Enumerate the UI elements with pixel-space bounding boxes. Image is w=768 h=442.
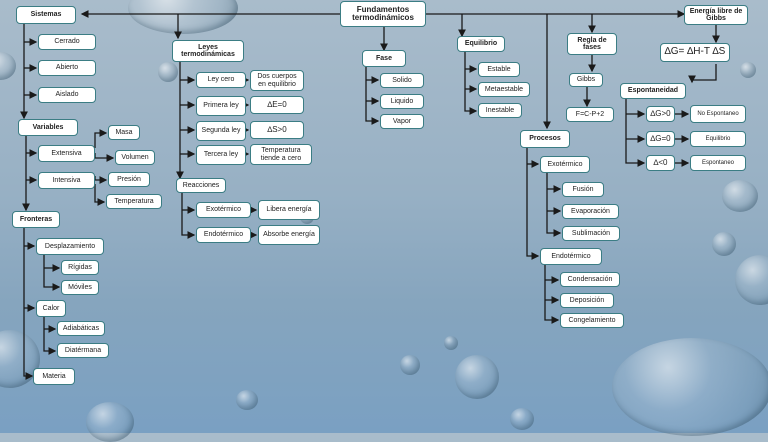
water-drop [86, 402, 134, 442]
node-dg-neg: ∆<0 [646, 155, 675, 171]
water-drop [722, 180, 758, 212]
node-primera-ley: Primera ley [196, 96, 246, 116]
node-endotermico-r: Endotérmico [196, 227, 251, 243]
node-liquido: Liquido [380, 94, 424, 109]
node-calor: Calor [36, 300, 66, 317]
node-sistemas: Sistemas [16, 6, 76, 24]
node-segunda-ley-desc: ∆S>0 [250, 121, 304, 139]
node-temperatura: Temperatura [106, 194, 162, 209]
node-absorbe: Absorbe energía [258, 225, 320, 245]
water-drop [236, 390, 258, 410]
node-intensiva: Intensiva [38, 172, 95, 189]
node-energia-gibbs: Energía libre de Gibbs [684, 5, 748, 25]
node-regla-fases: Regla de fases [567, 33, 617, 55]
node-exotermico-p: Exotérmico [540, 156, 590, 173]
node-segunda-ley: Segunda ley [196, 121, 246, 141]
node-primera-ley-desc: ∆E=0 [250, 96, 304, 114]
node-congelamiento: Congelamiento [560, 313, 624, 328]
node-endotermico-p: Endotérmico [540, 248, 602, 265]
node-gibbs: Gibbs [569, 73, 603, 87]
node-evaporacion: Evaporación [562, 204, 619, 219]
node-adiabaticas: Adiabáticas [57, 321, 105, 336]
water-drop [400, 355, 420, 375]
node-metaestable: Metaestable [478, 82, 530, 97]
node-variables: Variables [18, 119, 78, 136]
node-equilibrio: Equilibrio [457, 36, 505, 52]
node-cerrado: Cerrado [38, 34, 96, 50]
node-fusion: Fusión [562, 182, 604, 197]
water-drop [740, 62, 756, 78]
water-drop [0, 52, 16, 80]
node-equilibrio-g: Equilibrio [690, 131, 746, 147]
node-espontaneidad: Espontaneidad [620, 83, 686, 99]
water-drop [712, 232, 736, 256]
node-espontaneo: Espontaneo [690, 155, 746, 171]
node-fronteras: Fronteras [12, 211, 60, 228]
node-fase: Fase [362, 50, 406, 67]
node-diatermana: Diatérmana [57, 343, 109, 358]
node-reacciones: Reacciones [176, 178, 226, 193]
node-tercera-ley: Tercera ley [196, 145, 246, 165]
node-inestable: Inestable [478, 103, 522, 118]
node-abierto: Abierto [38, 60, 96, 76]
node-vapor: Vapor [380, 114, 424, 129]
node-leyes: Leyes termodinámicas [172, 40, 244, 62]
node-solido: Solido [380, 73, 424, 88]
node-volumen: Volumen [115, 150, 155, 165]
node-regla-formula: F=C-P+2 [566, 107, 614, 122]
node-procesos: Procesos [520, 130, 570, 148]
node-no-espontaneo: No Espontaneo [690, 105, 746, 123]
node-moviles: Móviles [61, 280, 99, 295]
node-dg-zero: ∆G=0 [646, 131, 675, 147]
water-drop [455, 355, 499, 399]
node-sublimacion: Sublimación [562, 226, 620, 241]
water-drop [735, 255, 768, 305]
node-gibbs-formula: ∆G= ∆H-T ∆S [660, 43, 730, 62]
node-fundamentos: Fundamentos termodinámicos [340, 1, 426, 27]
node-ley-cero: Ley cero [196, 72, 246, 88]
node-condensacion: Condensación [560, 272, 620, 287]
water-drop [444, 336, 458, 350]
node-ley-cero-desc: Dos cuerpos en equilibrio [250, 70, 304, 91]
water-drop [158, 62, 178, 82]
node-desplazamiento: Desplazamiento [36, 238, 104, 255]
node-dg-pos: ∆G>0 [646, 106, 675, 122]
water-drop [128, 0, 238, 34]
node-exotermico-r: Exotérmico [196, 202, 251, 218]
node-extensiva: Extensiva [38, 145, 95, 162]
node-presion: Presión [108, 172, 150, 187]
node-tercera-ley-desc: Temperatura tiende a cero [250, 144, 312, 165]
water-drop [510, 408, 534, 430]
node-estable: Estable [478, 62, 520, 77]
node-libera: Libera energía [258, 200, 320, 220]
node-materia: Materia [33, 368, 75, 385]
node-aislado: Aislado [38, 87, 96, 103]
node-masa: Masa [108, 125, 140, 140]
node-deposicion: Deposición [560, 293, 614, 308]
node-rigidas: Rígidas [61, 260, 99, 275]
water-drop [612, 338, 768, 436]
